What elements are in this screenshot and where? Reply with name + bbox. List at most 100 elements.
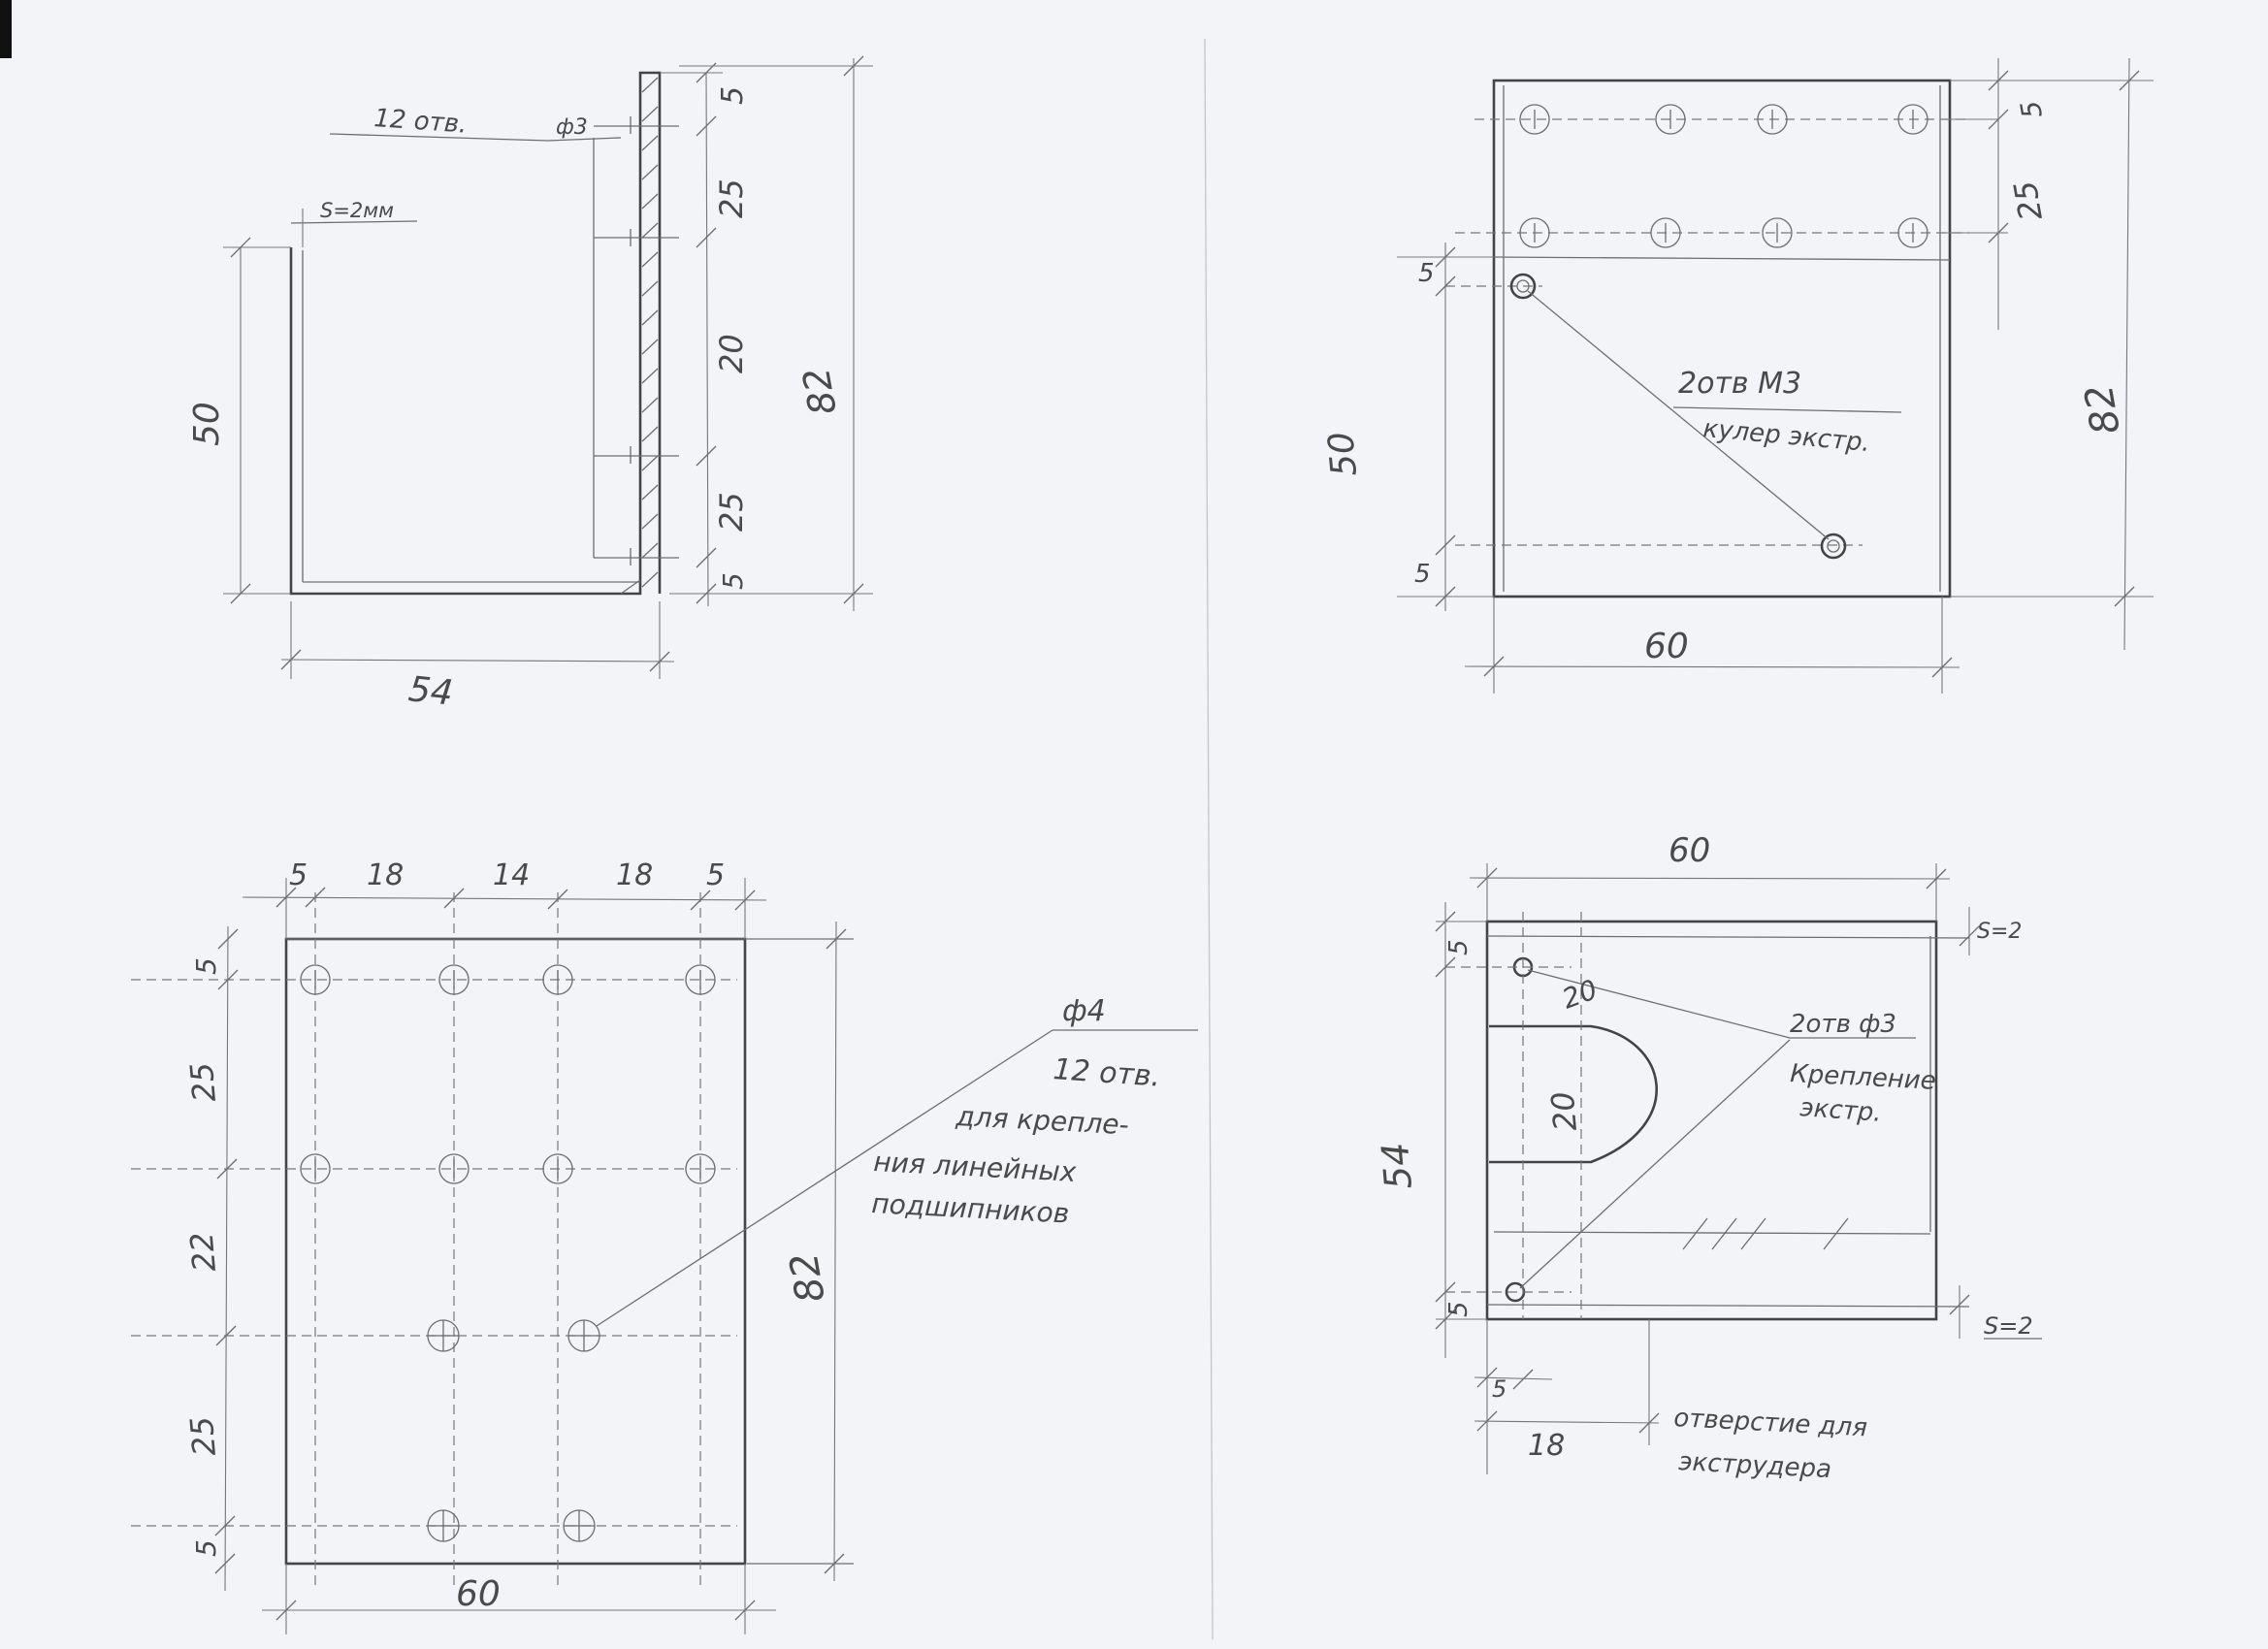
bearing-holes-count: 12 отв. xyxy=(1052,1052,1161,1094)
dim-25-bottom-left: 25 xyxy=(183,1415,223,1458)
bearing-holes xyxy=(300,964,716,1542)
cooler-plate-holes xyxy=(1509,104,1928,560)
hole xyxy=(685,964,716,995)
dim-5-horizontal: 5 xyxy=(1492,1375,1507,1403)
hole xyxy=(1762,217,1793,248)
hole xyxy=(438,1153,470,1184)
extruder-mount-2: экстр. xyxy=(1799,1093,1883,1128)
extruder-holes-note: 2отв ф3 xyxy=(1790,1010,1896,1039)
side-holes-count: 12 отв. xyxy=(373,104,469,140)
extruder-cutout-note-1: отверстие для xyxy=(1673,1404,1868,1442)
bearing-axes xyxy=(131,892,737,1591)
hole xyxy=(1519,104,1550,135)
dim-5-bottom-left: 5 xyxy=(190,1539,222,1557)
dim-5-top-left: 5 xyxy=(190,957,222,975)
hole xyxy=(542,1153,573,1184)
side-hole-ticks xyxy=(593,116,679,566)
bearing-plate-view: 5 18 14 18 5 5 25 22 25 5 82 60 ф4 12 от… xyxy=(131,858,1198,1634)
dim-82: 82 xyxy=(794,365,845,418)
side-view: 12 отв. ф3 S=2мм 50 54 5 25 20 25 5 xyxy=(187,55,873,714)
wall-hatching xyxy=(620,77,659,595)
cooler-hole xyxy=(1820,533,1847,560)
hole xyxy=(1655,104,1686,135)
extruder-plate-outline xyxy=(1485,920,1938,1321)
dim-5-bottom-extruder: 5 xyxy=(1444,1301,1474,1317)
dim-chain-right xyxy=(705,72,709,607)
hole xyxy=(1757,104,1788,135)
dim-60-top: 60 xyxy=(1644,627,1689,666)
dim-50-left: 50 xyxy=(1321,431,1365,478)
dim-18-extruder: 18 xyxy=(1528,1429,1565,1463)
hole xyxy=(542,964,573,995)
dim-18-b: 18 xyxy=(616,858,653,892)
cooler-note: кулер экстр. xyxy=(1701,414,1871,458)
bearing-plate-outline xyxy=(284,937,747,1566)
bearing-purpose-3: подшипников xyxy=(871,1187,1070,1230)
sheet-fold-line xyxy=(1204,38,1214,1640)
dim-20-cutout: 20 xyxy=(1544,1090,1584,1133)
hole xyxy=(1650,217,1681,248)
dim-line-82-right xyxy=(2123,57,2130,651)
cooler-plate-outline xyxy=(1492,79,1952,598)
dim-s2-top: S=2 xyxy=(1977,920,2022,944)
extruder-leader-bottom xyxy=(1519,1039,1791,1289)
scan-corner-mark xyxy=(0,0,12,58)
bearing-leader xyxy=(596,1029,1053,1327)
cooler-hole xyxy=(1509,273,1537,300)
extruder-cutout-note-2: экструдера xyxy=(1678,1447,1832,1484)
dim-50: 50 xyxy=(187,402,227,446)
hole xyxy=(300,964,331,995)
dim-18-a: 18 xyxy=(367,858,404,892)
dim-line-60-extruder xyxy=(1469,877,1951,880)
dim-line-60-top xyxy=(1464,665,1960,668)
dim-5-top: 5 xyxy=(716,86,750,105)
dim-5-a: 5 xyxy=(289,858,308,892)
bearing-purpose-1: для крепле- xyxy=(955,1100,1130,1141)
extruder-plate-view: 2отв ф3 Крепление экстр. 20 20 60 S=2 5 … xyxy=(1374,831,2042,1484)
cooler-leader xyxy=(1527,290,1830,540)
side-holes-leader xyxy=(329,133,549,142)
dim-5-bottom: 5 xyxy=(717,572,749,590)
hole xyxy=(1519,217,1550,248)
dim-54: 54 xyxy=(406,669,455,714)
dim-14: 14 xyxy=(493,858,530,892)
hole xyxy=(1897,217,1928,248)
extruder-leader-top xyxy=(1527,969,1791,1039)
bearing-left-chain xyxy=(224,925,229,1592)
dim-5-right: 5 xyxy=(2014,98,2049,120)
dim-60-extruder: 60 xyxy=(1669,831,1710,870)
hole xyxy=(1897,104,1928,135)
hole xyxy=(438,964,470,995)
dim-s2-bottom: S=2 xyxy=(1984,1312,2033,1340)
dim-60-front: 60 xyxy=(456,1574,501,1614)
side-hole-diameter: ф3 xyxy=(556,115,588,140)
dim-25-bottom: 25 xyxy=(713,492,750,532)
dim-5-left-bottom: 5 xyxy=(1414,560,1431,589)
dim-82-right: 82 xyxy=(2077,381,2129,437)
dim-82-front: 82 xyxy=(782,1249,834,1306)
dim-25-top-left: 25 xyxy=(183,1061,223,1104)
bearing-purpose-2: ния линейных xyxy=(873,1146,1078,1188)
cooler-plate-view: 2отв М3 кулер экстр. 5 25 82 5 50 5 60 xyxy=(1321,57,2154,694)
cooler-plate-edge xyxy=(1493,256,1951,261)
dim-25-right: 25 xyxy=(2006,178,2049,224)
extruder-cutout xyxy=(1489,1024,1659,1164)
dim-20: 20 xyxy=(713,334,750,373)
dim-line-54 xyxy=(280,659,675,663)
bearing-top-chain xyxy=(242,896,767,901)
dim-line-82-front xyxy=(833,921,837,1582)
hole xyxy=(685,1153,716,1184)
dim-22: 22 xyxy=(183,1231,223,1274)
extruder-mount-1: Крепление xyxy=(1790,1059,1937,1096)
side-profile-outline xyxy=(289,71,662,596)
dim-5-left-top: 5 xyxy=(1418,259,1435,288)
side-thickness: S=2мм xyxy=(320,199,394,222)
hole xyxy=(300,1153,331,1184)
cooler-holes-note: 2отв М3 xyxy=(1678,367,1801,401)
extruder-hatching xyxy=(1682,1217,1849,1250)
dim-5-top-extruder: 5 xyxy=(1444,939,1474,955)
dim-5-b: 5 xyxy=(706,858,725,892)
bearing-hole-diameter: ф4 xyxy=(1062,994,1106,1028)
dim-54-extruder: 54 xyxy=(1374,1141,1420,1191)
